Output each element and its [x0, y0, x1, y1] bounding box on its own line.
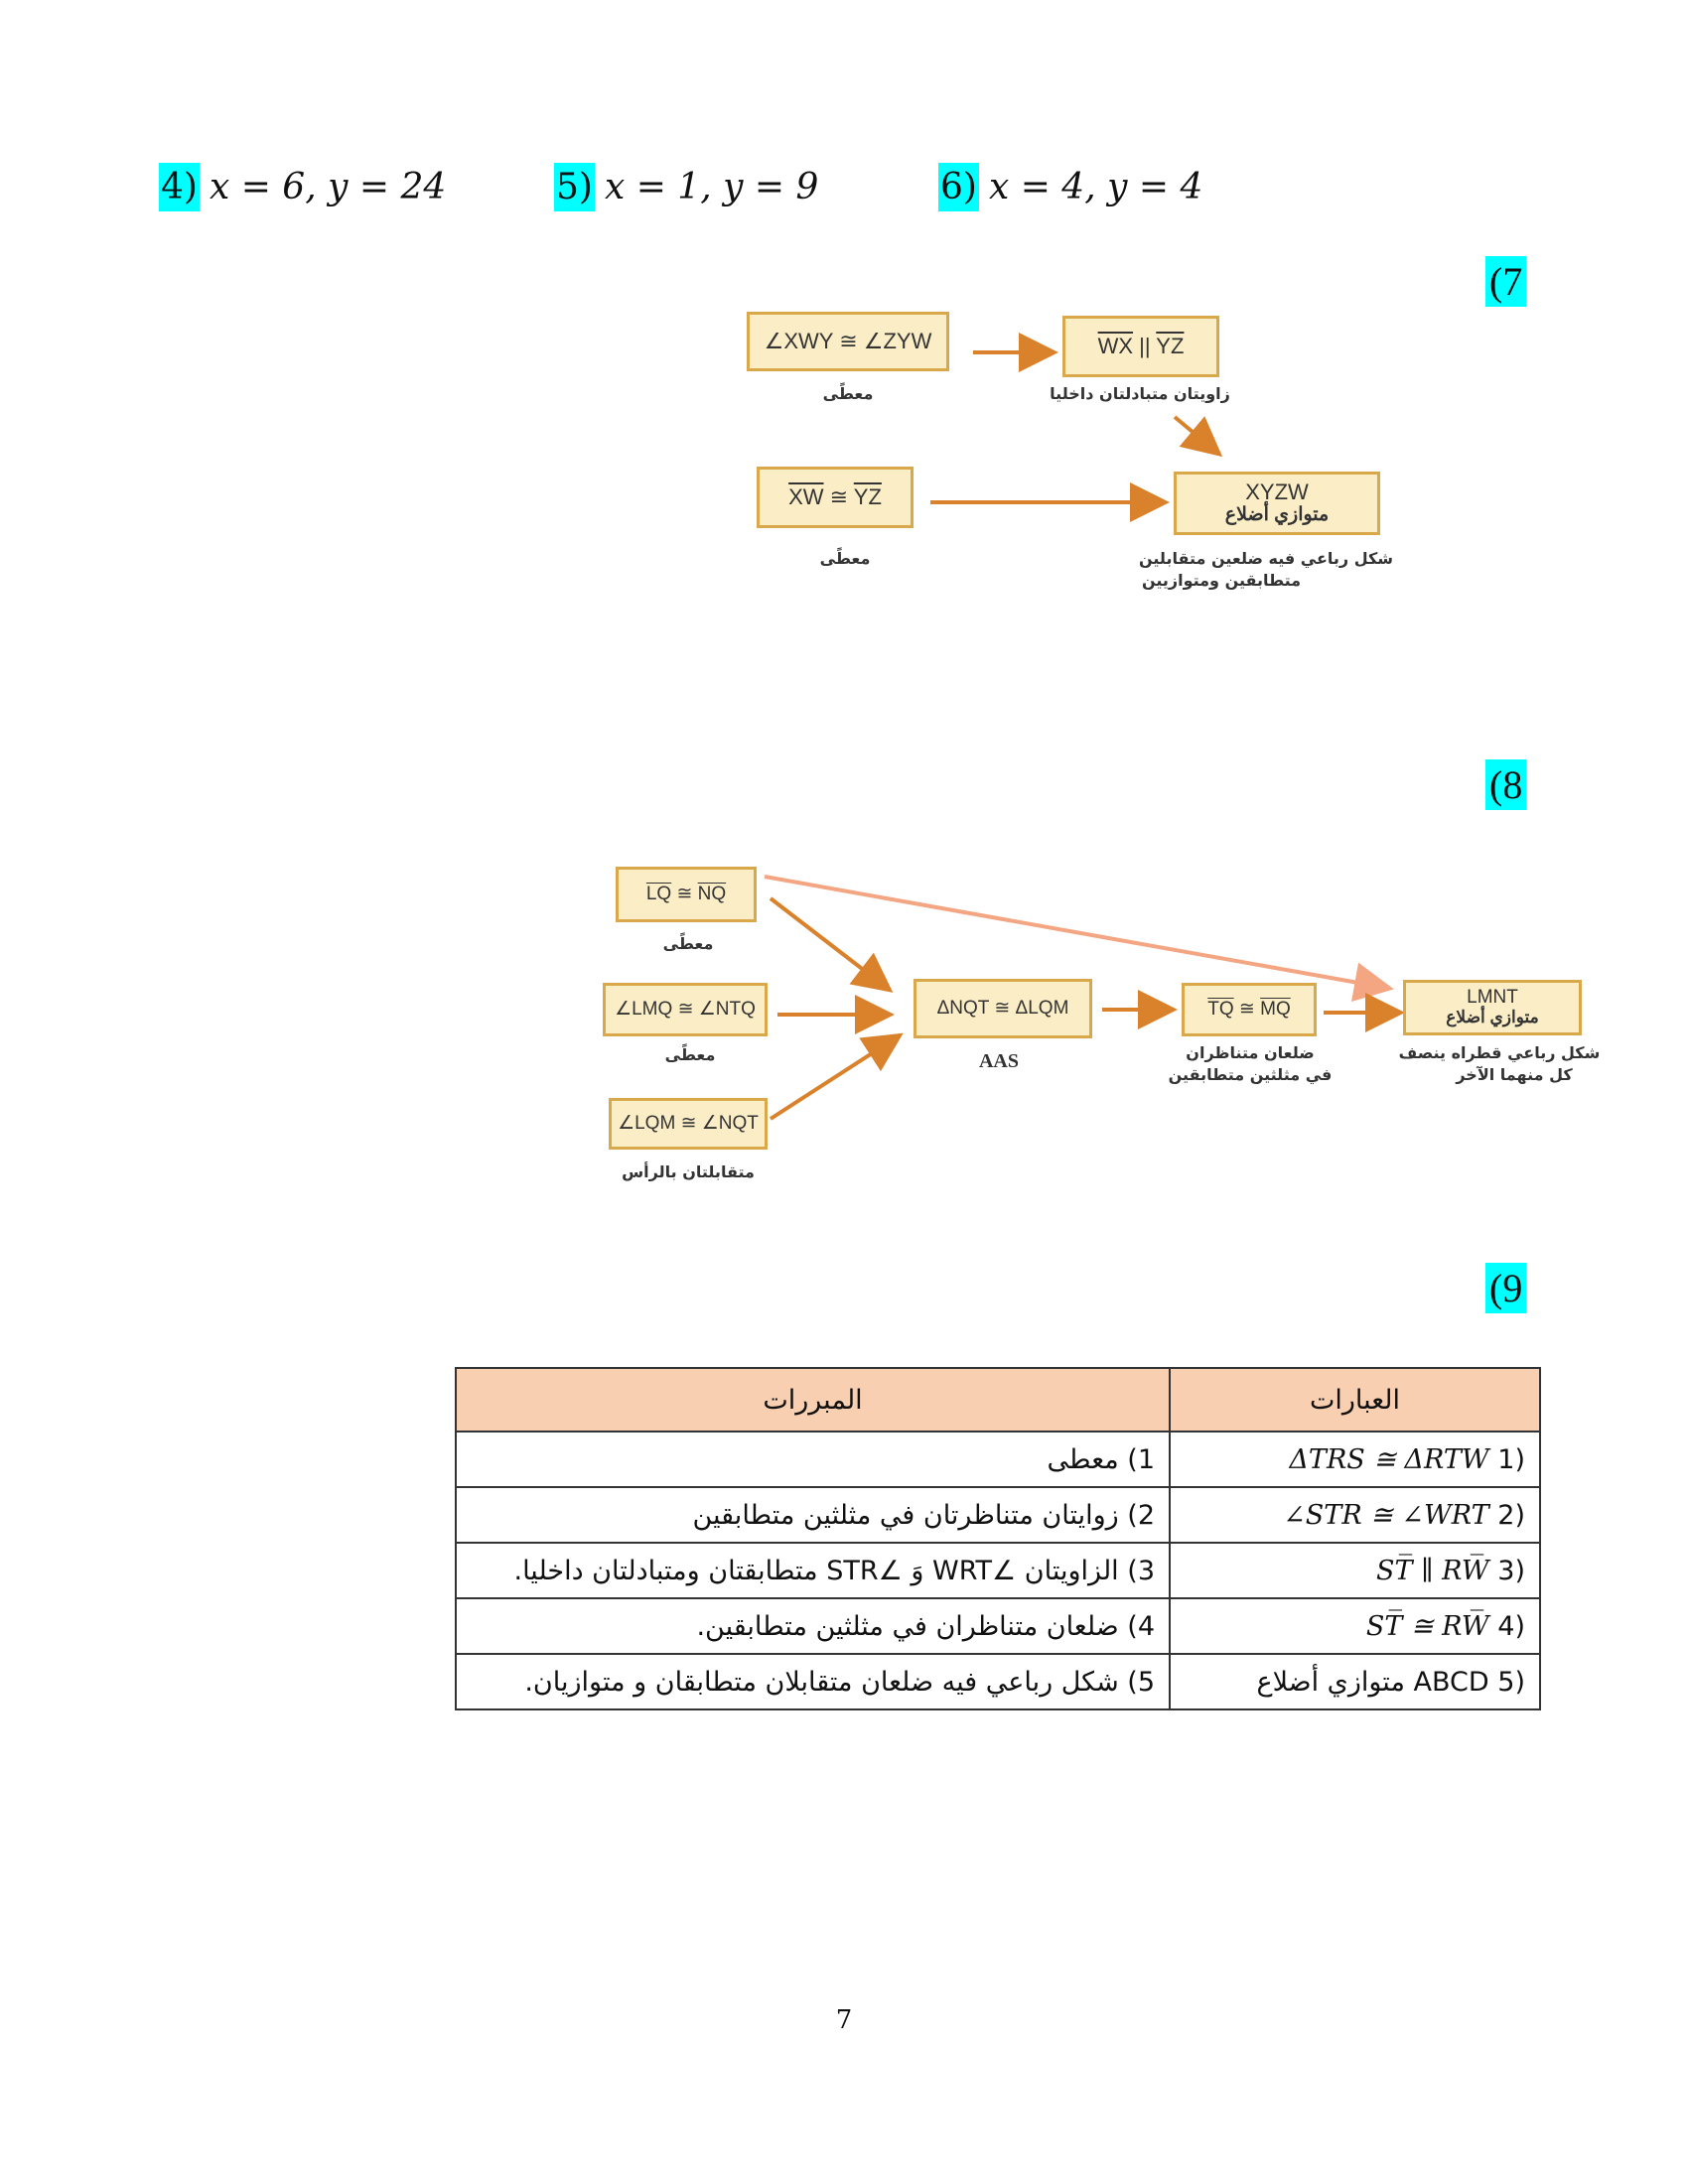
- q8-aas-caption: AAS: [978, 1050, 1020, 1072]
- q7-given-caption-2: معطًى: [819, 549, 871, 568]
- question-9-number: (9: [1485, 1263, 1527, 1313]
- statement-cell: (4 ST̅ ≅ RW̅: [1169, 1597, 1541, 1655]
- answer-number: 5): [554, 163, 595, 211]
- page-number: 7: [835, 2005, 853, 2035]
- statement-cell: (5 ABCD متوازي أضلاع: [1169, 1653, 1541, 1710]
- q8-vertical-angles-box: ∠LQM ≅ ∠NQT: [609, 1098, 768, 1150]
- question-8-number: (8: [1485, 759, 1527, 810]
- statements-header: العبارات: [1169, 1367, 1541, 1433]
- q7-parallel-caption: زاويتان متبادلتان داخليا: [1050, 384, 1230, 403]
- q8-given-sides-box: LQ ≅ NQ: [616, 867, 757, 922]
- answer-6: 6)x = 4, y = 4: [938, 163, 1203, 211]
- table-row: (3 ST̅ ∥ RW̅ 3) الزاويتان ∠WRT وَ ∠STR م…: [455, 1542, 1541, 1599]
- answer-equation: x = 6, y = 24: [209, 167, 447, 207]
- q8-given-caption-1: معطًى: [662, 934, 714, 953]
- arrow-q8-1: [769, 896, 894, 993]
- q7-given-caption: معطًى: [822, 384, 874, 403]
- reason-cell: 1) معطى: [455, 1431, 1171, 1488]
- statement-cell: (3 ST̅ ∥ RW̅: [1169, 1542, 1541, 1599]
- arrow-q8-long: [764, 875, 1394, 1003]
- reason-cell: 5) شكل رباعي فيه ضلعان متقابلان متطابقان…: [455, 1653, 1171, 1710]
- statement-cell: (1 ΔTRS ≅ ΔRTW: [1169, 1431, 1541, 1488]
- q8-given-caption-2: معطًى: [664, 1045, 716, 1064]
- proof-table: العبارات المبررات (1 ΔTRS ≅ ΔRTW 1) معطى…: [455, 1367, 1541, 1710]
- answer-number: 6): [938, 163, 979, 211]
- arrow-q8-3: [769, 1032, 904, 1121]
- table-row: (2 ∠STR ≅ ∠WRT 2) زوايتان متناظرتان في م…: [455, 1486, 1541, 1544]
- table-row: (1 ΔTRS ≅ ΔRTW 1) معطى: [455, 1431, 1541, 1488]
- answer-4: 4)x = 6, y = 24: [159, 163, 447, 211]
- q8-corresponding-sides-box: TQ ≅ MQ: [1182, 983, 1317, 1036]
- q7-congruent-sides-box: XW ≅ YZ: [757, 467, 914, 528]
- proof-table-header: العبارات المبررات: [455, 1367, 1541, 1433]
- reason-cell: 4) ضلعان متناظران في مثلثين متطابقين.: [455, 1597, 1171, 1655]
- q7-parallel-box: WX || YZ: [1062, 316, 1219, 377]
- table-row: (4 ST̅ ≅ RW̅ 4) ضلعان متناظران في مثلثين…: [455, 1597, 1541, 1655]
- answer-equation: x = 4, y = 4: [988, 167, 1203, 207]
- q8-vertical-angles-caption: متقابلتان بالرأس: [622, 1162, 755, 1181]
- q7-given-angles-box: ∠XWY ≅ ∠ZYW: [747, 312, 949, 371]
- q8-parallelogram-box: LMNT متوازي أضلاع: [1403, 980, 1582, 1035]
- reason-cell: 2) زوايتان متناظرتان في مثلثين متطابقين: [455, 1486, 1171, 1544]
- arrow-q7-2: [1173, 415, 1223, 458]
- q8-triangles-box: ΔNQT ≅ ΔLQM: [914, 979, 1092, 1038]
- answer-number: 4): [159, 163, 200, 211]
- answer-5: 5)x = 1, y = 9: [554, 163, 819, 211]
- q8-parallelogram-caption: شكل رباعي قطراه ينصف كل منهما الآخر: [1398, 1043, 1601, 1084]
- answer-equation: x = 1, y = 9: [604, 167, 819, 207]
- q8-corresponding-sides-caption: ضلعان متناظران في مثلثين متطابقين: [1168, 1043, 1333, 1084]
- q7-parallelogram-caption: شكل رباعي فيه ضلعين متقابلين متطابقين وم…: [1138, 549, 1394, 590]
- statement-cell: (2 ∠STR ≅ ∠WRT: [1169, 1486, 1541, 1544]
- reason-cell: 3) الزاويتان ∠WRT وَ ∠STR متطابقتان ومتب…: [455, 1542, 1171, 1599]
- reasons-header: المبررات: [455, 1367, 1171, 1433]
- q8-given-angles-box: ∠LMQ ≅ ∠NTQ: [603, 983, 768, 1036]
- question-7-number: (7: [1485, 256, 1527, 307]
- table-row: (5 ABCD متوازي أضلاع 5) شكل رباعي فيه ضل…: [455, 1653, 1541, 1710]
- q7-parallelogram-box: XYZW متوازي أضلاع: [1174, 472, 1380, 535]
